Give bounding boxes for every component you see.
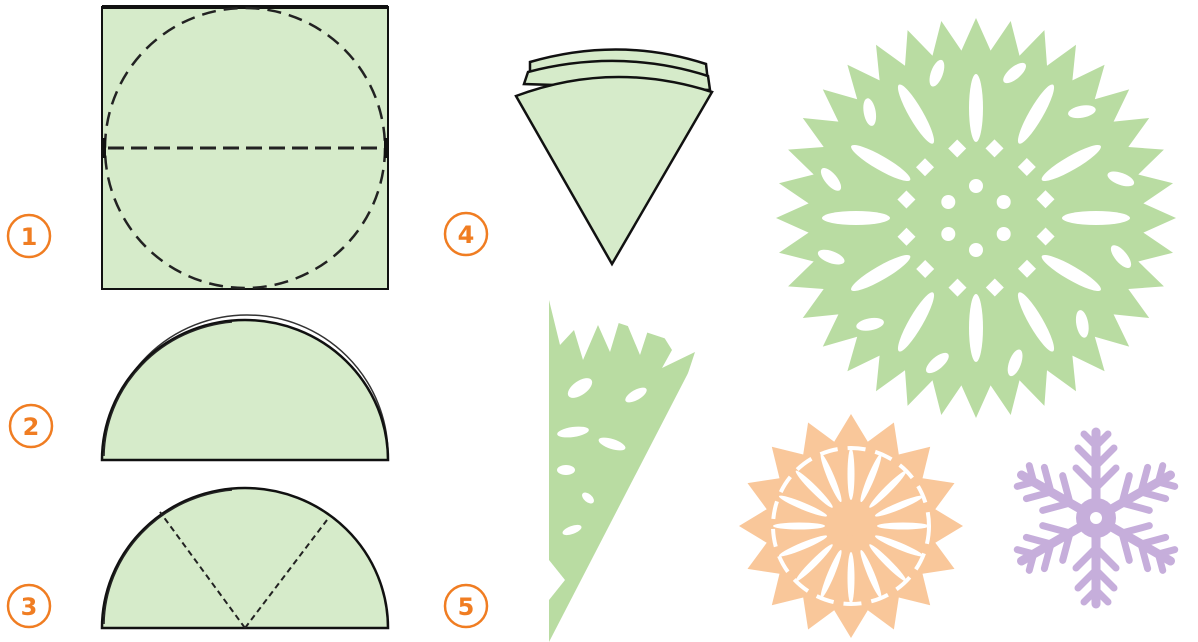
cut-leaf	[822, 211, 890, 225]
step-5-illustration	[549, 300, 695, 642]
cut-hole	[969, 243, 983, 257]
svg-text:3: 3	[21, 593, 38, 621]
flake-center	[841, 516, 861, 536]
svg-text:5: 5	[458, 593, 475, 621]
step-2-illustration	[102, 315, 388, 460]
cut-petal	[848, 552, 855, 604]
cut-hole	[969, 179, 983, 193]
half-circle-folds	[102, 488, 388, 628]
svg-text:4: 4	[458, 221, 475, 249]
cut-leaf	[969, 294, 983, 362]
cut-petal	[877, 523, 929, 530]
step-3-illustration	[102, 488, 388, 628]
step-number-4: 4	[445, 213, 487, 255]
cut-hole	[1090, 512, 1102, 524]
cut-petal	[848, 448, 855, 500]
svg-text:2: 2	[23, 413, 40, 441]
step-1-illustration	[102, 7, 388, 289]
orange-snowflake	[739, 414, 963, 638]
purple-snowflake	[1012, 432, 1181, 604]
cut-hole	[997, 195, 1011, 209]
cut-petal	[773, 523, 825, 530]
cut-hole	[941, 227, 955, 241]
step-number-2: 2	[10, 405, 52, 447]
cut-hole	[941, 195, 955, 209]
step-4-illustration	[516, 49, 712, 264]
half-circle	[102, 320, 388, 460]
cut-leaf	[1062, 211, 1130, 225]
svg-text:1: 1	[21, 223, 38, 251]
cut-leaf	[969, 74, 983, 142]
folded-wedge	[516, 77, 712, 264]
cut-hole	[997, 227, 1011, 241]
step-number-3: 3	[8, 585, 50, 627]
step-number-5: 5	[445, 585, 487, 627]
large-green-snowflake	[776, 18, 1176, 418]
step-number-1: 1	[8, 215, 50, 257]
